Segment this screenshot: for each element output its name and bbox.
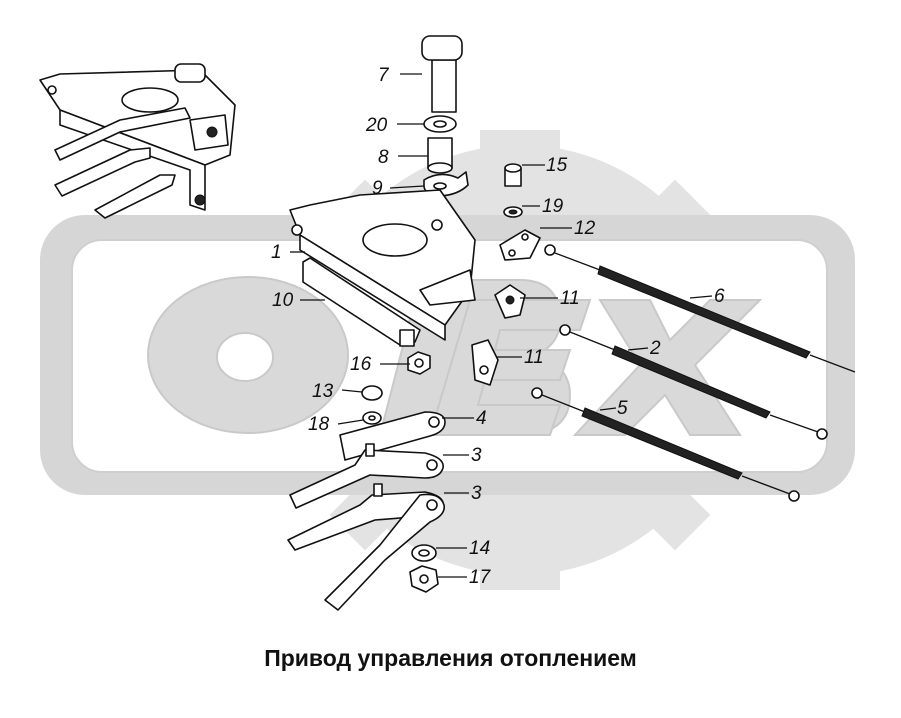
part-8-bushing [427,137,453,174]
callout-16: 16 [350,354,372,375]
callout-7: 7 [378,65,390,86]
callout-15: 15 [546,155,568,176]
part-17-nut [409,565,439,593]
diagram-title: Привод управления отоплением [264,645,637,671]
callout-5: 5 [617,398,628,419]
callout-3-upper: 3 [471,445,482,466]
assembled-view [39,63,236,219]
part-2-cable [559,324,828,440]
part-3-lever-upper [289,443,444,509]
callout-20: 20 [365,115,388,136]
callout-13: 13 [312,381,334,402]
part-18-washer [362,411,382,425]
part-7-knob [421,35,463,113]
callout-14: 14 [469,538,490,559]
part-11-clip-upper [494,284,526,319]
part-5-cable [531,387,800,502]
callout-labels: 7 20 8 9 15 19 12 1 6 10 11 2 11 16 5 13… [271,65,725,588]
leader-lines [290,73,713,578]
part-19-washer [503,206,523,218]
callout-12: 12 [574,218,596,239]
callout-4: 4 [476,408,487,429]
part-1-bracket [289,189,476,341]
callout-17: 17 [469,567,492,588]
callout-19: 19 [542,196,564,217]
part-15-bolt [504,163,522,187]
part-14-washer [411,544,437,562]
callout-11-upper: 11 [560,288,580,309]
part-12-clip [499,229,541,261]
part-6-cable [544,244,856,373]
callout-18: 18 [308,414,330,435]
part-20-washer [423,115,457,133]
callout-6: 6 [714,286,725,307]
callout-3-lower: 3 [471,483,482,504]
callout-2: 2 [649,338,661,359]
callout-1: 1 [271,242,282,263]
part-11-clip-lower [471,339,499,386]
callout-8: 8 [378,147,389,168]
part-13-nut [361,385,383,401]
watermark-logo [40,130,855,590]
callout-9: 9 [372,178,383,199]
part-10-strip [302,257,421,347]
callout-11-lower: 11 [524,347,544,368]
callout-10: 10 [272,290,294,311]
part-3-lever-lower [324,493,446,611]
part-16-nut [407,351,431,375]
